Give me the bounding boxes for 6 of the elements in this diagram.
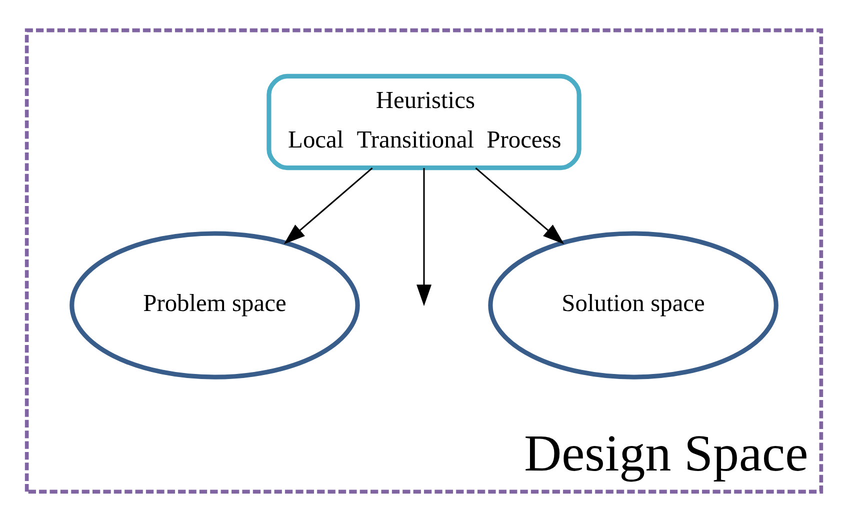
arrow (475, 167, 564, 244)
node-ellipse: Problem space (70, 230, 360, 379)
node-ellipse: Solution space (488, 230, 778, 379)
arrow (284, 167, 373, 244)
node-box: Heuristics Local Transitional Process (266, 73, 582, 170)
arrow (416, 168, 432, 306)
